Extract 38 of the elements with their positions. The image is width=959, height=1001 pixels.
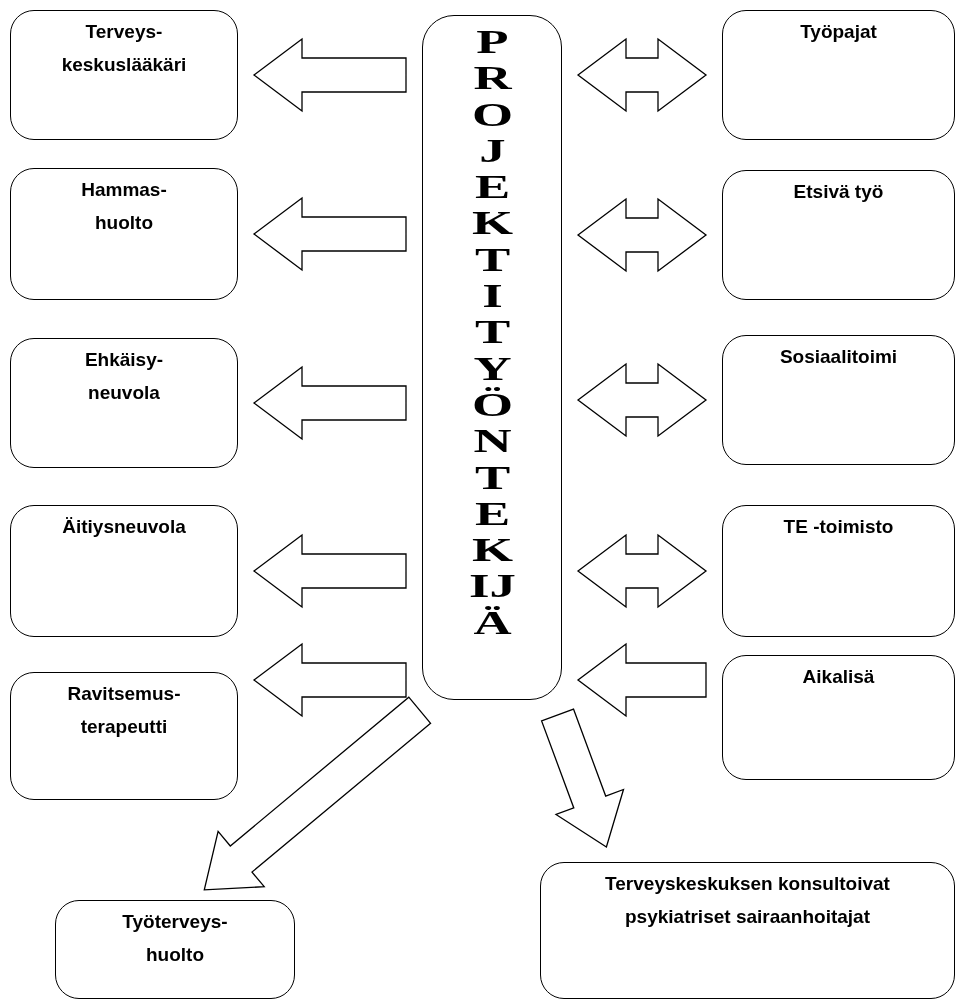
block-arrow bbox=[252, 365, 407, 441]
service-box bbox=[10, 10, 238, 140]
block-arrow bbox=[576, 197, 708, 273]
service-box bbox=[55, 900, 295, 999]
box-label: Aikalisä bbox=[802, 665, 875, 689]
block-arrow bbox=[576, 362, 708, 438]
service-box bbox=[10, 672, 238, 800]
service-box bbox=[722, 10, 955, 140]
box-label: Ehkäisy- neuvola bbox=[83, 348, 165, 406]
block-arrow bbox=[252, 37, 407, 113]
box-label: Työpajat bbox=[800, 20, 877, 44]
service-box bbox=[10, 168, 238, 300]
box-label: Etsivä työ bbox=[793, 180, 884, 204]
service-box bbox=[722, 170, 955, 300]
box-label: Terveyskeskuksen konsultoivat psykiatriset sairaanhoitajat bbox=[604, 872, 891, 930]
box-label: Hammas- huolto bbox=[80, 178, 168, 236]
service-box bbox=[722, 505, 955, 637]
service-box bbox=[10, 505, 238, 637]
box-label: TE -toimisto bbox=[783, 515, 894, 539]
block-arrow bbox=[540, 708, 625, 848]
block-arrow bbox=[252, 196, 407, 272]
vertical-title: PROJEKTITYÖNTEKIJÄ bbox=[467, 24, 517, 642]
title-column-box bbox=[422, 15, 562, 700]
block-arrow bbox=[252, 642, 407, 718]
box-label: Sosiaalitoimi bbox=[779, 345, 898, 369]
service-box bbox=[722, 335, 955, 465]
box-label: Työterveys- huolto bbox=[121, 910, 229, 968]
block-arrow bbox=[576, 642, 707, 718]
block-arrow bbox=[203, 696, 432, 891]
service-box bbox=[10, 338, 238, 468]
block-arrow bbox=[252, 533, 407, 609]
service-box bbox=[540, 862, 955, 999]
box-label: Ravitsemus- terapeutti bbox=[66, 682, 182, 740]
block-arrow bbox=[576, 37, 708, 113]
service-box bbox=[722, 655, 955, 780]
block-arrow bbox=[576, 533, 708, 609]
box-label: Terveys- keskuslääkäri bbox=[60, 20, 188, 78]
box-label: Äitiysneuvola bbox=[62, 515, 186, 539]
